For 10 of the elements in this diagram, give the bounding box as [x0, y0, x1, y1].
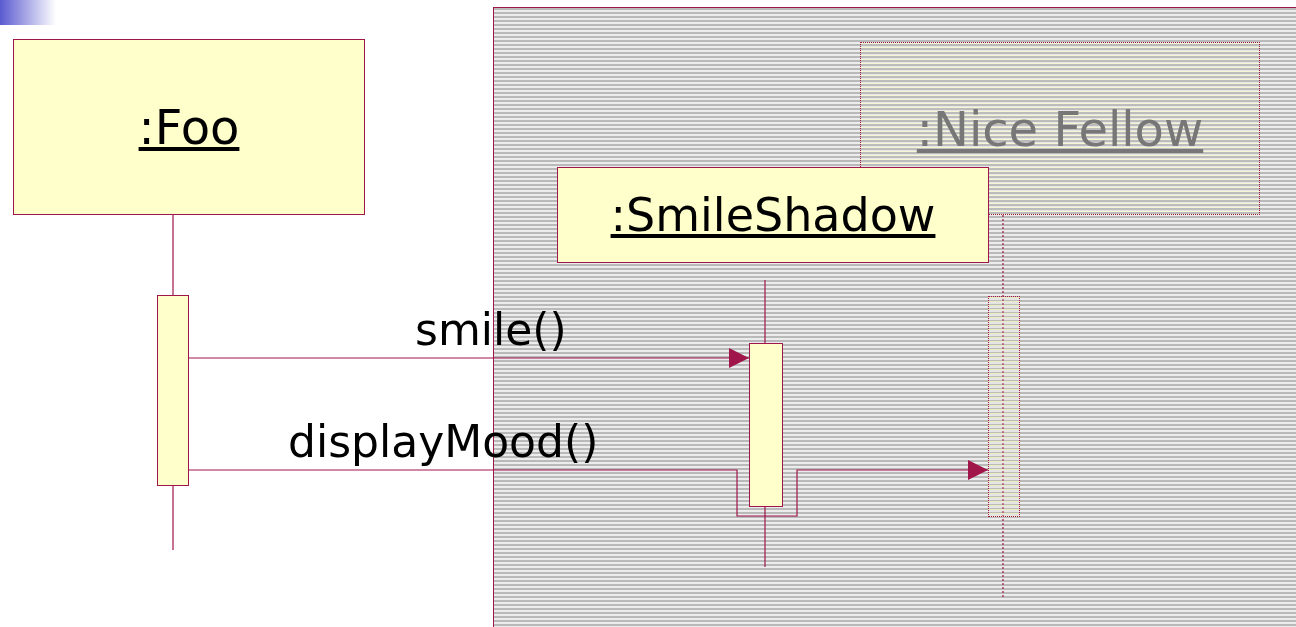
- activation-bar: [157, 295, 189, 486]
- message-arrow: [188, 348, 750, 368]
- object-name: :Foo: [138, 99, 240, 155]
- object-name: :Nice Fellow: [916, 100, 1204, 157]
- object-box: [13, 39, 365, 215]
- object-box: [557, 167, 989, 263]
- object-name: :SmileShadow: [610, 188, 936, 242]
- activation-bar: [749, 343, 783, 507]
- activation-bar: [988, 296, 1020, 517]
- message-arrow: [188, 460, 989, 517]
